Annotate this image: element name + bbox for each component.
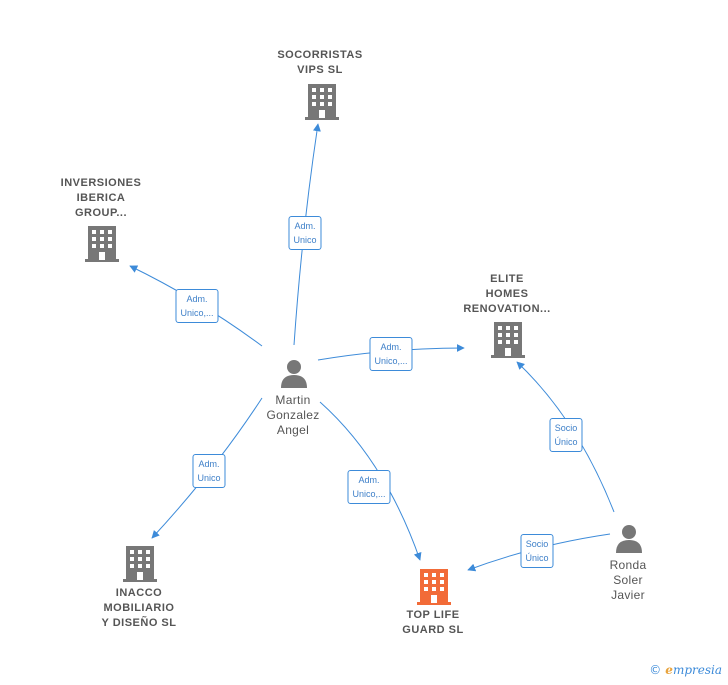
label-line: Y DISEÑO SL	[101, 617, 177, 629]
person-icon[interactable]	[279, 358, 309, 388]
company-label-inacco[interactable]: INACCO MOBILIARIO Y DISEÑO SL	[102, 586, 177, 631]
edge-label-martin-inversiones[interactable]: Adm. Unico,...	[175, 289, 219, 323]
empresia-watermark[interactable]: ©empresia	[649, 663, 722, 677]
edge-label-martin-elite[interactable]: Adm. Unico,...	[369, 337, 413, 371]
highlight-building-icon[interactable]	[417, 569, 451, 605]
edge-label-ronda-toplife[interactable]: Socio Único	[520, 534, 554, 568]
edge-label-martin-toplife[interactable]: Adm. Unico,...	[347, 470, 391, 504]
company-label-toplife[interactable]: TOP LIFE GUARD SL	[402, 608, 463, 638]
label-line: Martin	[275, 393, 311, 407]
company-label-elite[interactable]: ELITE HOMES RENOVATION...	[463, 272, 550, 317]
label-line: ELITE	[490, 273, 524, 285]
building-icon[interactable]	[85, 226, 119, 262]
label-line: IBERICA	[76, 192, 126, 204]
brand-name: mpresia	[672, 663, 722, 677]
label-line: TOP LIFE	[406, 609, 460, 621]
edge-label-line: Adm.	[380, 342, 402, 352]
edge-label-martin-inacco[interactable]: Adm. Unico	[192, 454, 226, 488]
edge-label-line: Único	[525, 553, 549, 563]
building-icon[interactable]	[305, 84, 339, 120]
edge-label-line: Adm.	[186, 294, 208, 304]
label-line: Soler	[613, 573, 643, 587]
label-line: SOCORRISTAS	[277, 49, 363, 61]
label-line: INACCO	[115, 587, 163, 599]
label-line: GROUP...	[74, 207, 128, 219]
building-icon[interactable]	[491, 322, 525, 358]
label-line: Angel	[276, 423, 310, 437]
edge-label-line: Unico,...	[180, 308, 214, 318]
edge-label-line: Adm.	[198, 459, 220, 469]
person-label-martin[interactable]: Martin Gonzalez Angel	[266, 393, 319, 438]
edge-label-line: Unico	[197, 473, 221, 483]
person-label-ronda[interactable]: Ronda Soler Javier	[610, 558, 647, 603]
edge-label-line: Socio	[554, 423, 578, 433]
edge-label-line: Adm.	[358, 475, 380, 485]
label-line: Gonzalez	[266, 408, 320, 422]
edge-label-martin-socorristas[interactable]: Adm. Unico	[288, 216, 322, 250]
building-icon[interactable]	[123, 546, 157, 582]
label-line: MOBILIARIO	[103, 602, 175, 614]
label-line: Ronda	[609, 558, 647, 572]
company-label-socorristas[interactable]: SOCORRISTAS VIPS SL	[277, 48, 362, 78]
company-label-inversiones[interactable]: INVERSIONES IBERICA GROUP...	[61, 176, 142, 221]
edge-label-ronda-elite[interactable]: Socio Único	[549, 418, 583, 452]
edge-label-line: Unico,...	[374, 356, 408, 366]
copyright-icon: ©	[649, 663, 662, 677]
brand-initial: e	[665, 663, 673, 677]
edge-label-line: Único	[554, 437, 578, 447]
label-line: INVERSIONES	[60, 177, 142, 189]
label-line: VIPS SL	[297, 64, 343, 76]
person-icon[interactable]	[614, 523, 644, 553]
edge-label-line: Unico,...	[352, 489, 386, 499]
label-line: Javier	[611, 588, 645, 602]
label-line: HOMES	[485, 288, 529, 300]
label-line: RENOVATION...	[463, 303, 551, 315]
label-line: GUARD SL	[402, 624, 464, 636]
edge-label-line: Adm.	[294, 221, 316, 231]
edge-label-line: Socio	[525, 539, 549, 549]
edge-label-line: Unico	[293, 235, 317, 245]
